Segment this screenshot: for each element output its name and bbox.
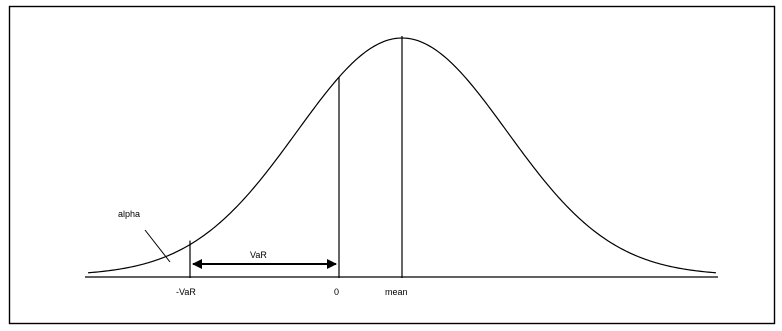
mean-label: mean (385, 287, 408, 297)
alpha-label: alpha (118, 209, 140, 219)
neg-var-label: -VaR (176, 287, 196, 297)
zero-label: 0 (334, 287, 339, 297)
var-span-label: VaR (250, 250, 267, 260)
alpha-pointer (144, 229, 171, 263)
frame-border (8, 5, 776, 325)
